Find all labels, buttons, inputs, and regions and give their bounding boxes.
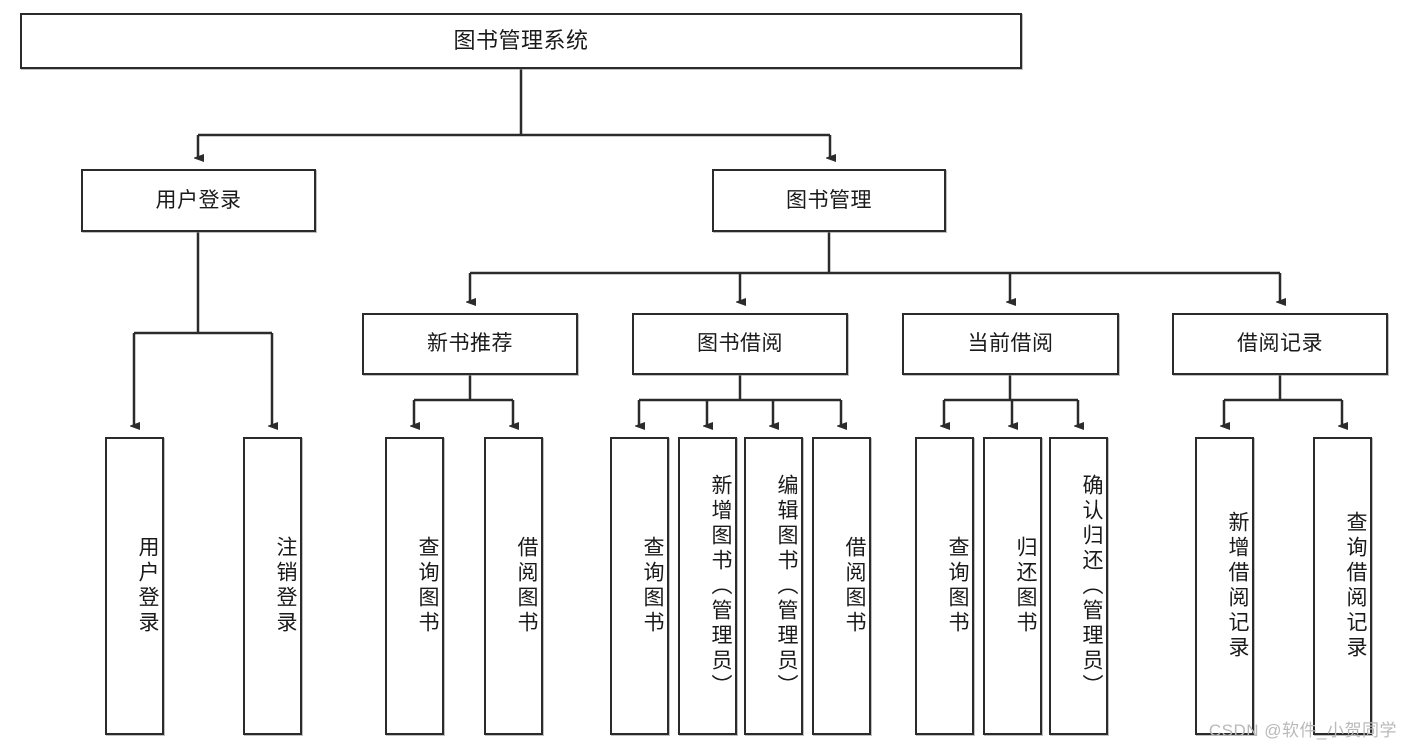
node-leaf-query-record-label: 查询借阅记录 xyxy=(1344,511,1367,661)
node-leaf-add-book-label: 新增图书（管理员） xyxy=(709,473,732,699)
csdn-watermark: CSDN @软件_小贺同学 xyxy=(1208,721,1397,740)
node-user-login-label: 用户登录 xyxy=(155,188,242,212)
node-leaf-user-logout-label: 注销登录 xyxy=(274,536,297,636)
node-leaf-edit-book-label: 编辑图书（管理员） xyxy=(775,473,798,699)
node-root-label: 图书管理系统 xyxy=(453,27,589,53)
node-leaf-user-login-label: 用户登录 xyxy=(136,536,159,636)
node-leaf-borrow-book-2[interactable]: 借阅图书 xyxy=(812,437,871,735)
node-root[interactable]: 图书管理系统 xyxy=(20,13,1022,69)
node-book-manage-label: 图书管理 xyxy=(786,188,872,212)
node-leaf-add-record-label: 新增借阅记录 xyxy=(1226,511,1249,661)
node-current-borrow[interactable]: 当前借阅 xyxy=(902,313,1119,375)
node-leaf-query-book-3[interactable]: 查询图书 xyxy=(915,437,974,735)
node-new-book-rec[interactable]: 新书推荐 xyxy=(362,313,578,375)
node-leaf-query-book-3-label: 查询图书 xyxy=(946,536,969,636)
node-leaf-confirm-return-label: 确认归还（管理员） xyxy=(1080,473,1103,699)
node-leaf-borrow-book-1[interactable]: 借阅图书 xyxy=(484,437,543,735)
node-leaf-user-login[interactable]: 用户登录 xyxy=(105,437,164,735)
node-leaf-borrow-book-1-label: 借阅图书 xyxy=(515,536,538,636)
node-book-borrow-label: 图书借阅 xyxy=(697,332,783,356)
node-current-borrow-label: 当前借阅 xyxy=(967,332,1054,356)
node-new-book-rec-label: 新书推荐 xyxy=(427,332,513,356)
node-leaf-query-book-2[interactable]: 查询图书 xyxy=(610,437,669,735)
node-book-manage[interactable]: 图书管理 xyxy=(712,169,946,232)
node-leaf-add-record[interactable]: 新增借阅记录 xyxy=(1195,437,1254,735)
node-leaf-query-book-2-label: 查询图书 xyxy=(641,536,664,636)
node-leaf-add-book[interactable]: 新增图书（管理员） xyxy=(678,437,737,735)
node-leaf-query-book-1[interactable]: 查询图书 xyxy=(385,437,444,735)
node-leaf-borrow-book-2-label: 借阅图书 xyxy=(843,536,866,636)
node-borrow-record[interactable]: 借阅记录 xyxy=(1172,313,1388,375)
node-leaf-confirm-return[interactable]: 确认归还（管理员） xyxy=(1049,437,1108,735)
node-leaf-return-book[interactable]: 归还图书 xyxy=(983,437,1042,735)
node-leaf-edit-book[interactable]: 编辑图书（管理员） xyxy=(744,437,803,735)
node-borrow-record-label: 借阅记录 xyxy=(1237,332,1323,356)
node-leaf-query-book-1-label: 查询图书 xyxy=(416,536,439,636)
node-leaf-query-record[interactable]: 查询借阅记录 xyxy=(1313,437,1372,735)
node-leaf-return-book-label: 归还图书 xyxy=(1014,536,1037,636)
node-user-login[interactable]: 用户登录 xyxy=(81,169,316,232)
node-leaf-user-logout[interactable]: 注销登录 xyxy=(243,437,302,735)
node-book-borrow[interactable]: 图书借阅 xyxy=(632,313,848,375)
